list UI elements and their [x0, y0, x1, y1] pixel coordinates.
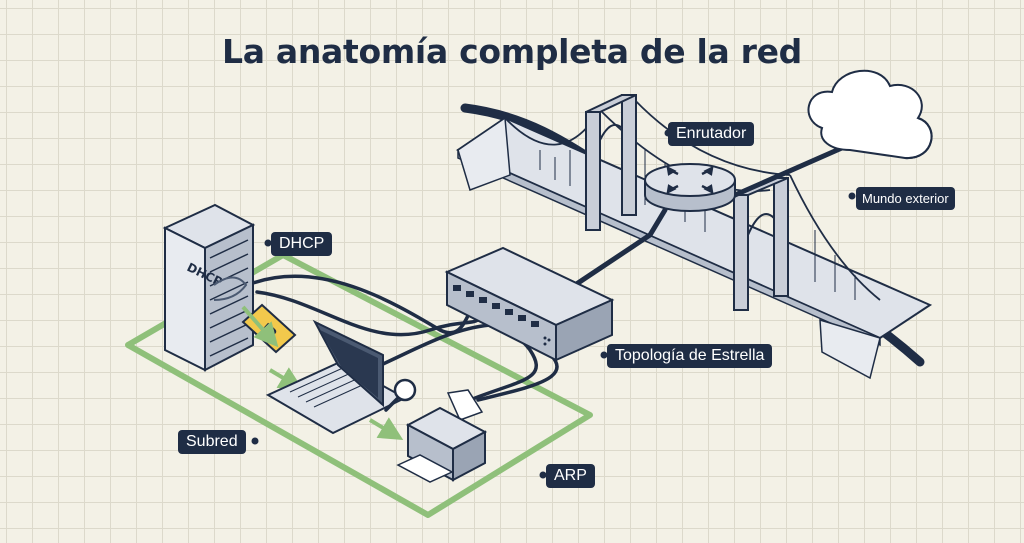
- outside-world-label: Mundo exterior: [856, 187, 955, 210]
- bridge-icon: [455, 94, 933, 380]
- arp-label: ARP: [546, 464, 595, 488]
- subnet-pointer: [251, 437, 259, 445]
- topology-pointer: [600, 351, 608, 359]
- dhcp-pointer: [264, 239, 272, 247]
- outside-pointer: [848, 192, 856, 200]
- printer-icon: [396, 389, 488, 483]
- dhcp-label: DHCP: [271, 232, 333, 256]
- switch-icon: [444, 246, 615, 362]
- arp-pointer: [539, 471, 547, 479]
- magnifier-icon: [384, 378, 417, 412]
- cloud-icon: [807, 69, 933, 160]
- page-title: La anatomía completa de la red: [221, 32, 803, 71]
- server-rack-icon: DHCP: [162, 203, 256, 372]
- router-label: Enrutador: [668, 122, 755, 146]
- router-icon: [644, 163, 736, 212]
- topology-label: Topología de Estrella: [607, 344, 773, 368]
- subnet-label: Subred: [178, 430, 246, 454]
